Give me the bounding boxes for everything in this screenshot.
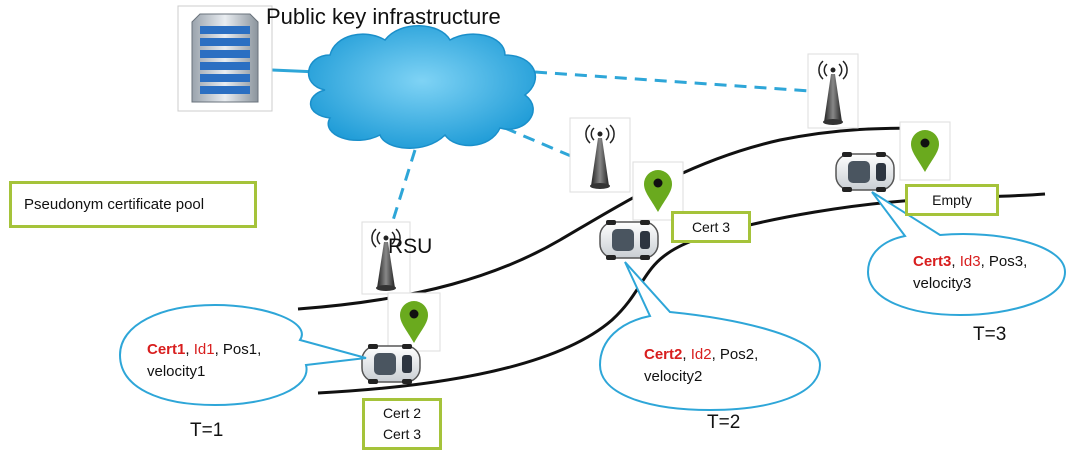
cert-box-t3-text: Empty [932, 192, 972, 208]
server-icon [177, 5, 273, 112]
bubble-1-sep: , [185, 341, 194, 358]
car-icon [361, 344, 421, 384]
bubble-3-line2: velocity3 [913, 275, 972, 292]
link-cloud-rsu3 [534, 70, 811, 93]
time-label-t3: T=3 [973, 324, 1007, 345]
bubble-2-shape [598, 261, 822, 412]
bubble-2-id: Id2 [690, 346, 712, 363]
cert-box-t1: Cert 2 Cert 3 [362, 398, 442, 450]
rsu-antenna-icon [807, 53, 859, 129]
bubble-1-cert: Cert1 [147, 341, 186, 358]
bubble-1-shape [118, 303, 367, 407]
car-icon [835, 152, 895, 192]
location-pin-icon [387, 292, 441, 352]
bubble-3-shape [866, 191, 1067, 317]
car-icon [599, 220, 659, 260]
pseudonym-pool-box: Pseudonym certificate pool [9, 181, 257, 228]
bubble-2-text: Cert2, Id2, Pos2, velocity2 [644, 344, 758, 388]
link-cloud-rsu1 [388, 149, 417, 231]
bubble-3-sep: , [951, 253, 960, 270]
cloud-icon [307, 25, 536, 149]
bubble-1-id: Id1 [193, 341, 215, 358]
cert-box-t2-text: Cert 3 [691, 219, 731, 235]
location-pin-icon [899, 121, 951, 181]
rsu-antenna-icon [361, 221, 411, 295]
bubble-3-rest: , Pos3, [980, 253, 1028, 270]
bubble-3-id: Id3 [959, 253, 981, 270]
bubble-2-rest: , Pos2, [711, 346, 759, 363]
bubble-2-sep: , [682, 346, 691, 363]
pseudonym-pool-label: Pseudonym certificate pool [24, 196, 205, 213]
road-upper [297, 126, 936, 311]
cert-box-t2: Cert 3 [671, 211, 751, 243]
cert-box-t1-line2: Cert 3 [382, 426, 422, 442]
rsu-label: RSU [388, 235, 433, 258]
bubble-1-text: Cert1, Id1, Pos1, velocity1 [147, 339, 261, 383]
time-label-t2: T=2 [707, 412, 741, 433]
bubble-2-line2: velocity2 [644, 368, 703, 385]
cert-box-t1-line1: Cert 2 [382, 405, 422, 421]
bubble-2-cert: Cert2 [644, 346, 683, 363]
cert-box-t3: Empty [905, 184, 999, 216]
link-cloud-rsu2 [504, 126, 586, 164]
bubble-1-rest: , Pos1, [214, 341, 262, 358]
bubble-3-text: Cert3, Id3, Pos3, velocity3 [913, 251, 1027, 295]
diagram-title: Public key infrastructure [266, 4, 501, 29]
bubble-1-line2: velocity1 [147, 363, 206, 380]
location-pin-icon [632, 161, 684, 221]
rsu-antenna-icon [569, 117, 631, 193]
bubble-3-cert: Cert3 [913, 253, 952, 270]
time-label-t1: T=1 [190, 420, 224, 441]
